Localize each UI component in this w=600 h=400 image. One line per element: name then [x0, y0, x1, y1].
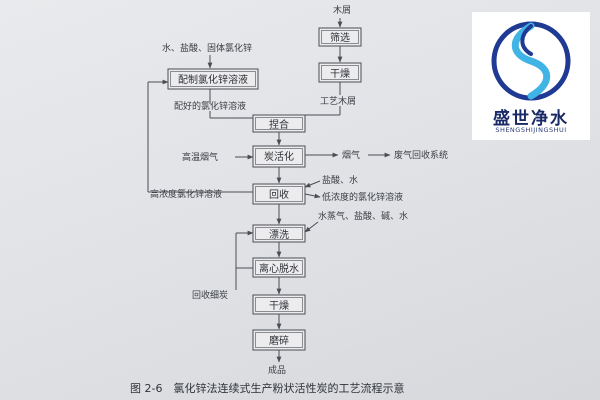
- label-hot-flue-gas: 高温烟气: [182, 151, 218, 163]
- box-rinse: 漂洗: [252, 224, 306, 243]
- process-boxes: 筛选 干燥 配制氯化锌溶液 捏合 炭活化: [167, 27, 362, 351]
- box-prepare-zncl2: 配制氯化锌溶液: [167, 68, 259, 90]
- box-centrifuge-label: 离心脱水: [259, 262, 299, 275]
- box-dry-wood-label: 干燥: [330, 68, 350, 80]
- box-grind: 磨碎: [252, 329, 306, 351]
- label-recovered-fines: 回收细炭: [192, 289, 228, 301]
- box-sieve: 筛选: [318, 27, 362, 47]
- label-product: 成品: [268, 364, 286, 376]
- box-dry-product: 干燥: [252, 294, 306, 315]
- brand-name: 盛世净水: [493, 109, 569, 129]
- box-activation-label: 炭活化: [264, 150, 294, 163]
- brand-pinyin: SHENGSHIJINGSHUI: [495, 126, 567, 134]
- box-grind-label: 磨碎: [269, 334, 289, 347]
- label-low-conc-zncl2: 低浓度的氯化锌溶液: [322, 191, 403, 203]
- box-prepare-zncl2-label: 配制氯化锌溶液: [178, 73, 248, 86]
- box-dry-product-label: 干燥: [269, 300, 289, 312]
- label-high-conc-zncl2: 高浓度氯化锌溶液: [150, 188, 222, 200]
- box-sieve-label: 筛选: [330, 31, 350, 44]
- label-wash-inputs: 水蒸气、盐酸、碱、水: [318, 210, 408, 222]
- box-recovery-label: 回收: [269, 188, 289, 201]
- box-dry-wood: 干燥: [318, 62, 362, 83]
- label-prepared-solution: 配好的氯化锌溶液: [174, 100, 246, 112]
- box-kneading: 捏合: [252, 114, 306, 133]
- label-raw-inputs: 水、盐酸、固体氯化锌: [162, 42, 252, 54]
- box-centrifuge: 离心脱水: [252, 257, 306, 278]
- label-flue-gas: 烟气: [342, 149, 360, 161]
- label-hcl-water: 盐酸、水: [322, 174, 358, 186]
- box-recovery: 回收: [252, 183, 306, 205]
- label-waste-gas-system: 废气回收系统: [394, 149, 448, 161]
- label-process-sawdust: 工艺木屑: [320, 95, 356, 107]
- box-activation: 炭活化: [252, 145, 306, 168]
- box-kneading-label: 捏合: [269, 118, 289, 131]
- figure-caption: 图 2-6 氯化锌法连续式生产粉状活性炭的工艺流程示意: [130, 381, 404, 395]
- brand-logo: 盛世净水 SHENGSHIJINGSHUI: [472, 12, 590, 140]
- label-sawdust: 木屑: [333, 4, 351, 16]
- box-rinse-label: 漂洗: [269, 229, 289, 241]
- flow-labels: 木屑 水、盐酸、固体氯化锌 配好的氯化锌溶液 工艺木屑 高温烟气 烟气 废气回收…: [150, 4, 448, 376]
- water-drop-logo-icon: [491, 21, 571, 101]
